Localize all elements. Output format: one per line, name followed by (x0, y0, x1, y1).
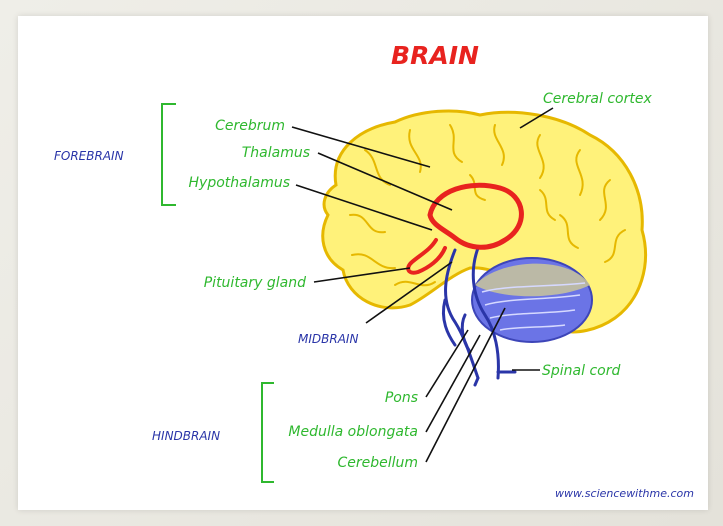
credit-url: www.sciencewithme.com (555, 487, 694, 500)
group-midbrain: MIDBRAIN (298, 332, 358, 346)
label-medulla-oblongata: Medulla oblongata (288, 424, 418, 440)
forebrain-bracket (162, 104, 176, 205)
label-pons: Pons (385, 390, 418, 406)
label-cerebrum: Cerebrum (215, 118, 285, 134)
hindbrain-bracket (262, 383, 274, 482)
cerebellum-shape (472, 258, 592, 342)
label-spinal-cord: Spinal cord (542, 363, 620, 379)
group-forebrain: FOREBRAIN (54, 149, 124, 163)
diagram-title: BRAIN (391, 41, 479, 70)
label-pituitary-gland: Pituitary gland (204, 275, 306, 291)
label-cerebral-cortex: Cerebral cortex (543, 91, 652, 107)
group-hindbrain: HINDBRAIN (152, 429, 220, 443)
label-cerebellum: Cerebellum (337, 455, 418, 471)
label-thalamus: Thalamus (242, 145, 310, 161)
label-hypothalamus: Hypothalamus (189, 175, 290, 191)
